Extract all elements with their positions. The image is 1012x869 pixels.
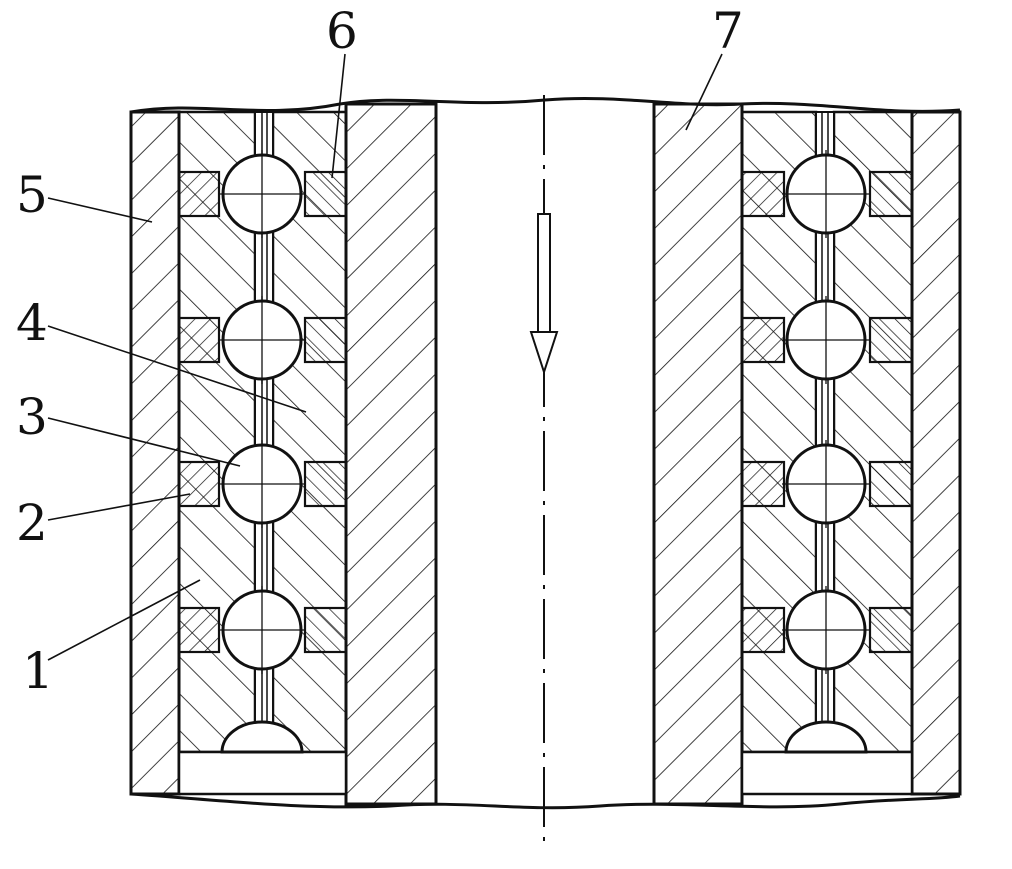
right-cage-inner-1 [740,170,786,218]
outer-housing-left [129,110,181,796]
base-plate-left [177,750,348,796]
callout-3: 3 [16,388,48,446]
callout-1: 1 [22,642,54,700]
left-cage-inner-1 [177,170,221,218]
right-bearing-half [652,102,962,806]
left-cage-outer-4 [303,606,348,654]
callout-labels: 5 4 3 2 1 6 7 [16,2,744,700]
callout-4: 4 [16,294,48,352]
right-cage-inner-2 [740,316,786,364]
left-cage-outer-1 [303,170,348,218]
inner-sleeve-left [344,102,438,806]
right-cage-outer-2 [868,316,914,364]
right-cage-outer-4 [868,606,914,654]
right-ball-rows [740,150,914,754]
top-break-line [130,96,961,114]
callout-6: 6 [326,2,358,60]
left-bearing-half [129,102,438,806]
inner-sleeve-right [652,102,744,806]
left-ball-rows [177,150,348,754]
base-plate-right [740,750,914,796]
right-cage-outer-3 [868,460,914,508]
callout-7: 7 [712,2,744,60]
left-cage-inner-3 [177,460,221,508]
left-bottom-half-ball [220,720,304,754]
outer-housing-right [910,110,962,796]
callout-2: 2 [16,494,48,552]
left-cage-inner-4 [177,606,221,654]
flow-arrow-down-icon [529,213,559,376]
right-cage-inner-4 [740,606,786,654]
right-bottom-half-ball [784,720,868,754]
leader-lines [47,53,723,661]
left-cage-outer-3 [303,460,348,508]
right-cage-outer-1 [868,170,914,218]
right-cage-inner-3 [740,460,786,508]
left-cage-inner-2 [177,316,221,364]
callout-5: 5 [16,166,48,224]
bottom-break-line [130,792,961,810]
left-cage-outer-2 [303,316,348,364]
